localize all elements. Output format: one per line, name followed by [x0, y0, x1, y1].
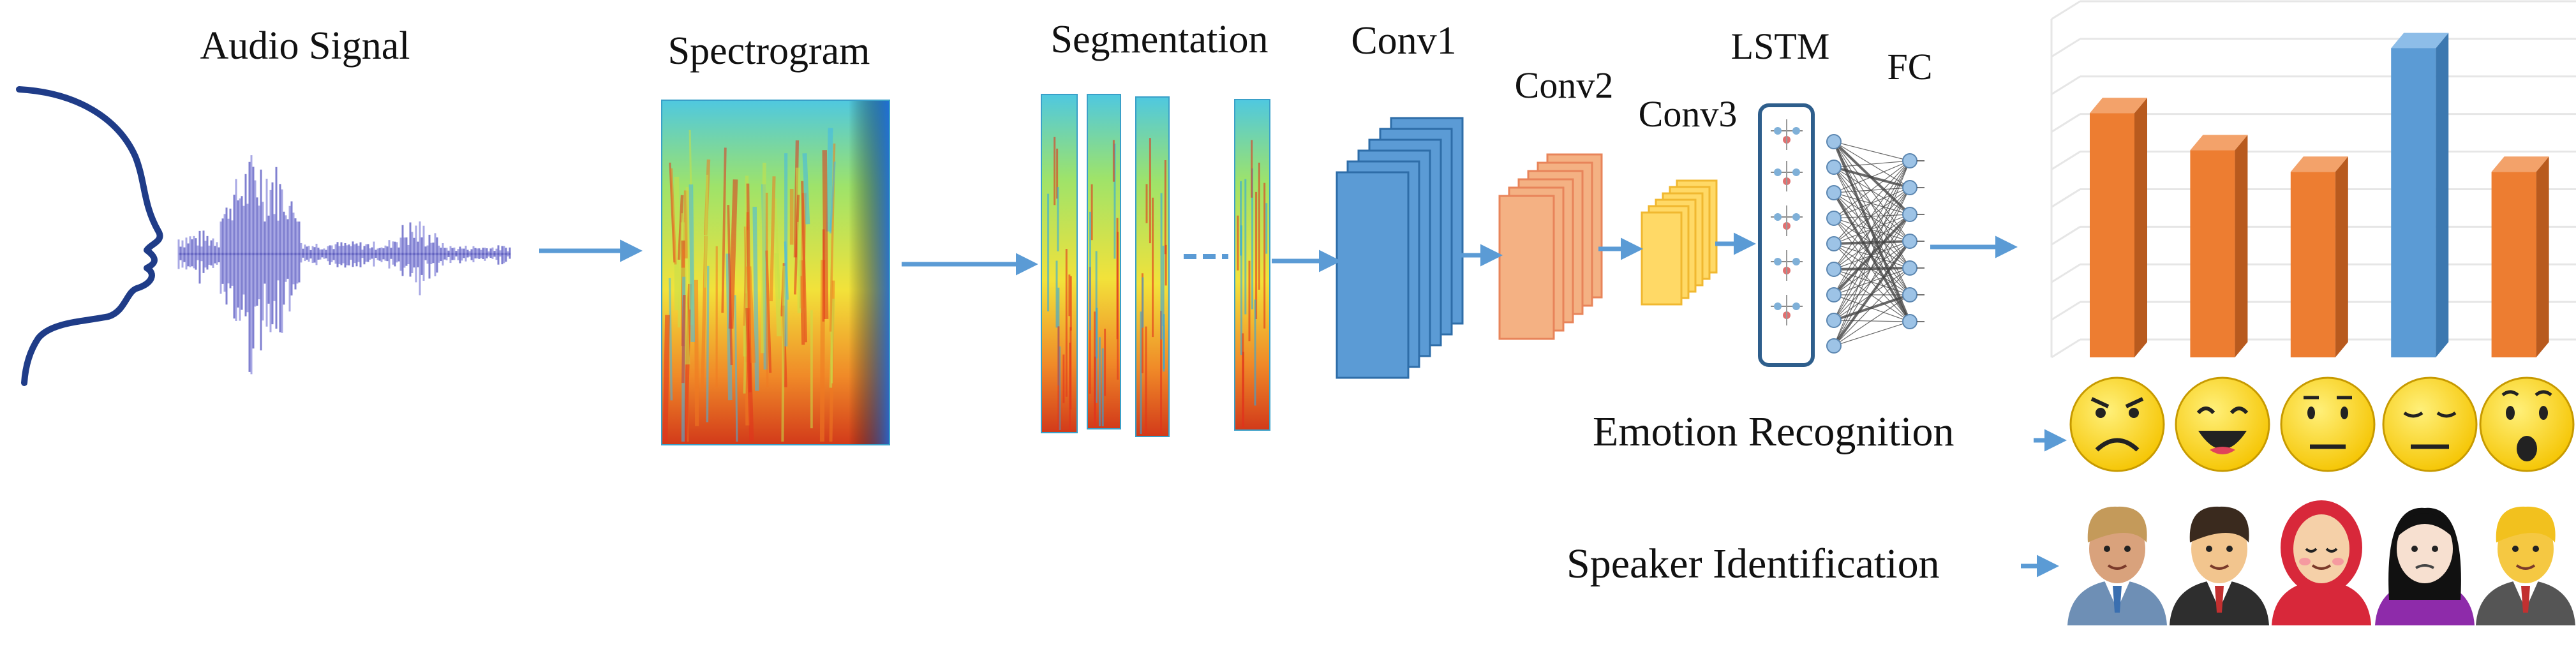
- fc-neuron: [1826, 134, 1842, 149]
- segmentation-strips: [1041, 94, 1270, 437]
- conv3-label: Conv3: [1639, 93, 1738, 135]
- man-blond-icon: [2476, 506, 2575, 625]
- flow-arrows: [539, 232, 2067, 578]
- fc-neuron: [1902, 153, 1917, 168]
- feature-map: [1498, 195, 1555, 340]
- segment-strip: [1234, 99, 1270, 431]
- audio-signal-label: Audio Signal: [200, 24, 410, 68]
- angry-face-icon: [2069, 377, 2165, 472]
- spectrogram-label: Spectrogram: [668, 29, 870, 73]
- man-tan-icon: [2067, 506, 2167, 625]
- speaking-head-icon: [16, 86, 163, 386]
- spectrogram-image: [661, 100, 890, 445]
- segment-strip: [1135, 96, 1170, 437]
- bar-surprised: [2491, 156, 2549, 358]
- emotion-face-row: [2069, 377, 2575, 472]
- fc-neuron: [1826, 313, 1842, 328]
- speaker-avatar-row: [2067, 500, 2575, 625]
- fc-neuron: [1902, 314, 1917, 329]
- segmentation-label: Segmentation: [1051, 18, 1269, 61]
- audio-waveform: [177, 155, 511, 375]
- conv2-layer-stack: [1498, 153, 1603, 340]
- man-suit-icon: [2170, 506, 2269, 625]
- conv1-label: Conv1: [1351, 19, 1456, 63]
- conv2-label: Conv2: [1515, 64, 1614, 106]
- fc-neuron: [1826, 160, 1842, 175]
- emotion-bar-chart: [2050, 0, 2576, 359]
- fc-neuron: [1826, 236, 1842, 251]
- calm-face-icon: [2382, 377, 2478, 472]
- bar-calm: [2391, 33, 2449, 357]
- conv1-layer-stack: [1336, 117, 1464, 379]
- fc-neuron: [1902, 207, 1917, 222]
- neutral-face-icon: [2280, 377, 2376, 472]
- bar-angry: [2090, 98, 2147, 357]
- bar-neutral: [2290, 156, 2348, 358]
- feature-map: [1641, 211, 1683, 306]
- laughing-face-icon: [2175, 377, 2270, 472]
- fc-neuron: [1826, 211, 1842, 226]
- segment-strip: [1041, 94, 1078, 433]
- speaker-identification-label: Speaker Identification: [1567, 541, 1940, 587]
- woman-dark-hair-icon: [2375, 507, 2475, 625]
- feature-map: [1336, 171, 1410, 379]
- fc-neuron: [1902, 180, 1917, 195]
- lstm-block: [1758, 103, 1815, 367]
- emotion-recognition-label: Emotion Recognition: [1593, 408, 1954, 455]
- fc-neuron: [1902, 260, 1917, 276]
- lstm-label: LSTM: [1731, 26, 1830, 67]
- fc-neuron: [1826, 185, 1842, 200]
- fc-label: FC: [1887, 46, 1933, 87]
- segment-strip: [1087, 94, 1121, 429]
- fc-neuron: [1902, 287, 1917, 302]
- fc-network: [1826, 134, 1925, 354]
- bar-happy: [2190, 135, 2248, 357]
- fc-neuron: [1826, 262, 1842, 277]
- surprised-face-icon: [2479, 377, 2575, 472]
- fc-neuron: [1826, 338, 1842, 354]
- fc-neuron: [1826, 287, 1842, 302]
- woman-hijab-icon: [2272, 500, 2371, 625]
- fc-neuron: [1902, 234, 1917, 249]
- conv3-layer-stack: [1641, 179, 1718, 306]
